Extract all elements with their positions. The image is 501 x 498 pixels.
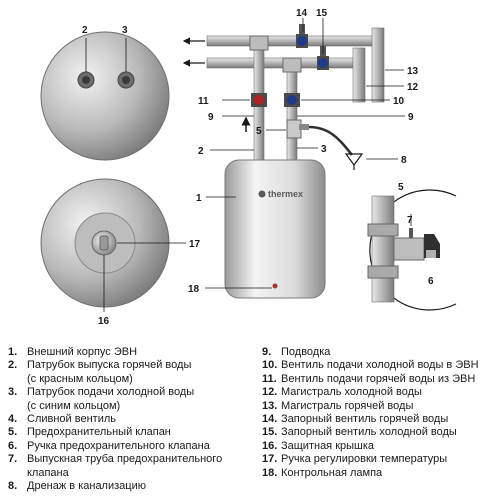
legend-item: 17.Ручка регулировки температуры <box>262 453 448 466</box>
callout-12: 12 <box>407 82 419 93</box>
callout-2-top: 2 <box>82 25 88 36</box>
callout-15: 15 <box>316 8 328 19</box>
callout-3-main: 3 <box>321 144 327 155</box>
legend-right: 9.Подводка 10.Вентиль подачи холодной во… <box>262 346 497 480</box>
legend-item: 9.Подводка <box>262 346 331 358</box>
callout-11: 11 <box>198 96 209 107</box>
legend-item: 4.Сливной вентиль <box>8 413 116 426</box>
callout-18: 18 <box>188 284 200 295</box>
callout-14: 14 <box>296 8 308 19</box>
hot-shutoff-valve <box>296 24 308 48</box>
safety-valve <box>286 119 353 156</box>
callout-9-right: 9 <box>408 112 414 123</box>
cold-supply-valve <box>284 93 300 107</box>
callout-5-detail: 5 <box>398 182 404 193</box>
legend-item: 15.Запорный вентиль холодной воды <box>262 426 457 439</box>
legend-item: 3.Патрубок подачи холодной воды (с синим… <box>8 386 195 412</box>
callout-10: 10 <box>393 96 405 107</box>
callout-7: 7 <box>407 215 413 226</box>
safety-valve-handle <box>424 234 440 258</box>
installation-diagram: 2 3 17 16 14 15 <box>40 8 457 327</box>
cold-shutoff-valve <box>317 46 329 70</box>
legend-item: 12.Магистраль холодной воды <box>262 386 422 399</box>
legend-item: 10.Вентиль подачи холодной воды в ЭВН <box>262 359 479 372</box>
heater-bottom-view: 17 16 <box>40 178 201 327</box>
water-heater-tank: thermex 1 18 <box>188 159 326 299</box>
mains-pipes: 14 15 13 12 <box>182 8 419 103</box>
legend-item: 6.Ручка предохранительного клапана <box>8 439 210 452</box>
hot-supply-valve <box>251 93 267 107</box>
callout-2-main: 2 <box>198 146 204 157</box>
supply-lines: 11 10 9 9 5 8 2 3 <box>198 35 414 170</box>
legend-item: 16.Защитная крышка <box>262 439 375 452</box>
thermex-logo-icon <box>258 190 266 198</box>
safety-valve-detail-inset: 7 6 5 <box>367 182 457 311</box>
heater-top-view: 2 3 <box>40 25 170 161</box>
callout-6: 6 <box>428 276 434 287</box>
legend-item: 13.Магистраль горячей воды <box>262 399 414 412</box>
brand-label: thermex <box>268 189 303 199</box>
legend-item: 18.Контрольная лампа <box>262 466 383 479</box>
callout-3-top: 3 <box>122 25 128 36</box>
legend-item: 5.Предохранительный клапан <box>8 426 171 439</box>
control-lamp <box>272 283 278 289</box>
callout-5-main: 5 <box>256 126 262 137</box>
legend-item: 11.Вентиль подачи горячей воды из ЭВН <box>262 372 476 385</box>
drain-funnel <box>344 153 364 170</box>
callout-9-left: 9 <box>208 112 214 123</box>
legend-item: 8.Дренаж в канализацию <box>8 480 146 493</box>
hot-water-main <box>206 35 378 47</box>
callout-13: 13 <box>407 66 419 77</box>
legend-item: 14.Запорный вентиль горячей воды <box>262 413 449 426</box>
callout-1: 1 <box>196 193 202 204</box>
legend-left: 1.Внешний корпус ЭВН 2.Патрубок выпуска … <box>8 346 244 493</box>
callout-17: 17 <box>189 239 201 250</box>
legend-item: 2.Патрубок выпуска горячей воды (с красн… <box>8 359 192 385</box>
legend-item: 1.Внешний корпус ЭВН <box>8 346 138 358</box>
callout-8: 8 <box>401 155 407 166</box>
legend-item: 7.Выпускная труба предохранительного кла… <box>8 453 223 479</box>
callout-16: 16 <box>98 316 110 327</box>
